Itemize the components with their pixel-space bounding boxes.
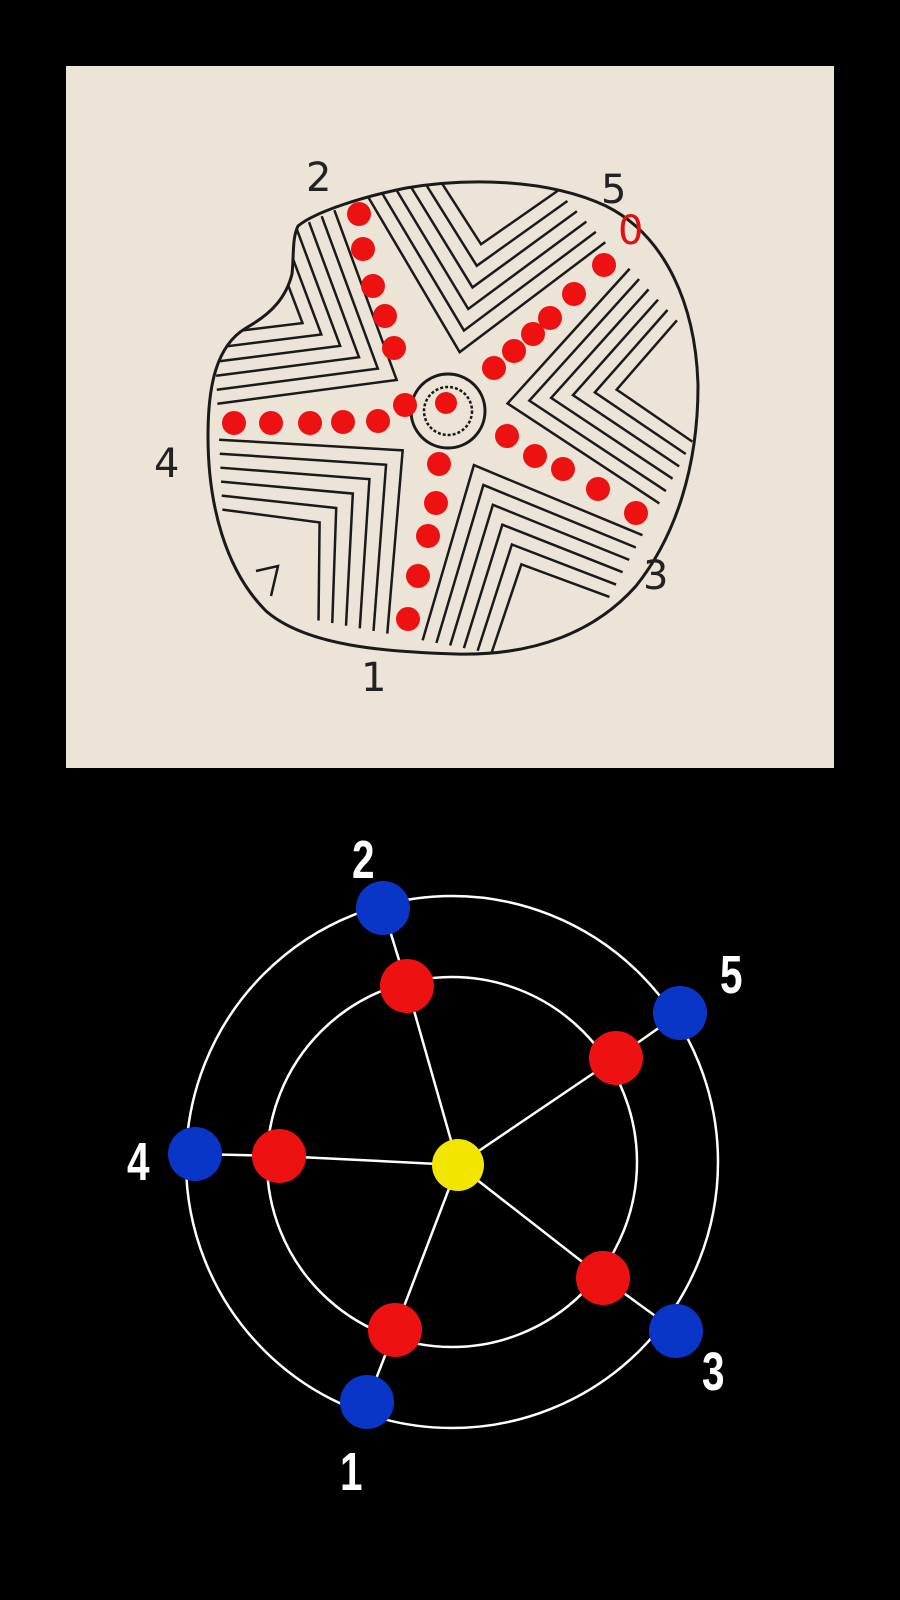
node-set	[168, 881, 707, 1429]
ray-2-dot	[382, 336, 406, 360]
chevron-line	[476, 542, 617, 652]
ray-5-dot	[482, 356, 506, 380]
spoke-5	[457, 1056, 617, 1167]
node-diagram	[168, 881, 720, 1430]
ray-5-dot	[521, 322, 545, 346]
node-label-3: 3	[702, 1342, 725, 1402]
chevron-line	[527, 278, 667, 493]
ray-4-dot	[222, 411, 246, 435]
node-label-5: 5	[720, 945, 743, 1005]
outer-node-2	[356, 881, 410, 935]
spoke-1	[393, 1164, 460, 1331]
chevron-line	[365, 194, 607, 354]
chevron-line	[592, 309, 687, 456]
ray-5-dot	[562, 282, 586, 306]
chevron-line	[220, 480, 355, 626]
ray-2-dot	[351, 237, 375, 261]
disk-drawing	[206, 180, 700, 656]
chevron-line	[378, 188, 597, 333]
chevron-line	[505, 267, 661, 505]
node-label-2: 2	[352, 830, 375, 890]
chevron-line	[216, 215, 380, 392]
center-ring-inner	[422, 385, 474, 437]
chevron-line	[614, 319, 694, 443]
chevron-line	[214, 233, 324, 350]
chevron-line	[448, 503, 630, 646]
ray-3-dot	[624, 501, 648, 525]
red-dot-rays	[222, 202, 648, 631]
chevron-line	[571, 298, 680, 468]
chevron-line	[215, 221, 361, 378]
chevron-line	[421, 463, 643, 641]
chevron-line	[219, 438, 405, 634]
outer-node-5	[653, 986, 707, 1040]
node-diagram-panel: 1 2 3 4 5	[0, 800, 900, 1600]
chevron-line	[490, 562, 610, 654]
ray-2-dot	[393, 393, 417, 417]
chevron-line	[391, 182, 588, 311]
chevron-line	[219, 452, 388, 632]
ray-2-dot	[347, 202, 371, 226]
ray-4-dot	[331, 410, 355, 434]
chevron-line	[462, 523, 624, 649]
chevron-line	[222, 508, 321, 621]
ray-4-dot	[298, 411, 322, 435]
top-label-1: 1	[361, 655, 387, 701]
ray-5-dot	[502, 339, 526, 363]
ray-3-dot	[551, 457, 575, 481]
chevron-line	[403, 181, 578, 290]
top-label-5: 5	[601, 167, 627, 213]
chevron-line	[220, 466, 371, 629]
outer-node-3	[649, 1304, 703, 1358]
center-node	[432, 1139, 484, 1191]
ray-1-dot	[416, 524, 440, 548]
outer-node-4	[168, 1127, 222, 1181]
ray-1-dot	[396, 607, 420, 631]
center-dot	[435, 392, 457, 414]
top-label-zero: 0	[618, 208, 644, 254]
inner-node-4	[252, 1129, 306, 1183]
ray-3-dot	[495, 424, 519, 448]
spoke-4	[278, 1154, 459, 1167]
ray-2-dot	[361, 274, 385, 298]
node-label-1: 1	[340, 1442, 363, 1502]
chevron-line	[549, 288, 674, 480]
ray-5-dot	[538, 306, 562, 330]
corner-mark	[255, 564, 280, 597]
chevron-line	[435, 483, 637, 644]
top-label-3: 3	[643, 553, 669, 599]
chevron-line	[416, 181, 569, 268]
spoke-2	[405, 985, 460, 1166]
node-label-4: 4	[127, 1132, 150, 1192]
inner-node-2	[380, 959, 434, 1013]
chevron-lines	[213, 181, 694, 654]
inner-node-3	[576, 1251, 630, 1305]
inner-node-5	[589, 1031, 643, 1085]
ray-1-dot	[427, 452, 451, 476]
inner-node-1	[368, 1303, 422, 1357]
top-label-2: 2	[306, 155, 332, 201]
ray-1-dot	[424, 491, 448, 515]
ray-3-dot	[586, 477, 610, 501]
chevron-line	[215, 227, 342, 364]
ray-4-dot	[259, 411, 283, 435]
spoke-3	[457, 1164, 604, 1279]
drawing-panel: 1 2 3 4 5 0	[66, 66, 834, 768]
ray-4-dot	[366, 409, 390, 433]
chevron-line	[429, 181, 559, 247]
chevron-line	[217, 209, 399, 405]
disk-outline	[206, 180, 700, 656]
ray-1-dot	[406, 564, 430, 588]
top-label-4: 4	[154, 441, 180, 487]
ray-5-dot	[592, 253, 616, 277]
chevron-line	[221, 494, 338, 624]
ray-2-dot	[373, 304, 397, 328]
ray-3-dot	[523, 444, 547, 468]
outer-node-1	[340, 1375, 394, 1429]
